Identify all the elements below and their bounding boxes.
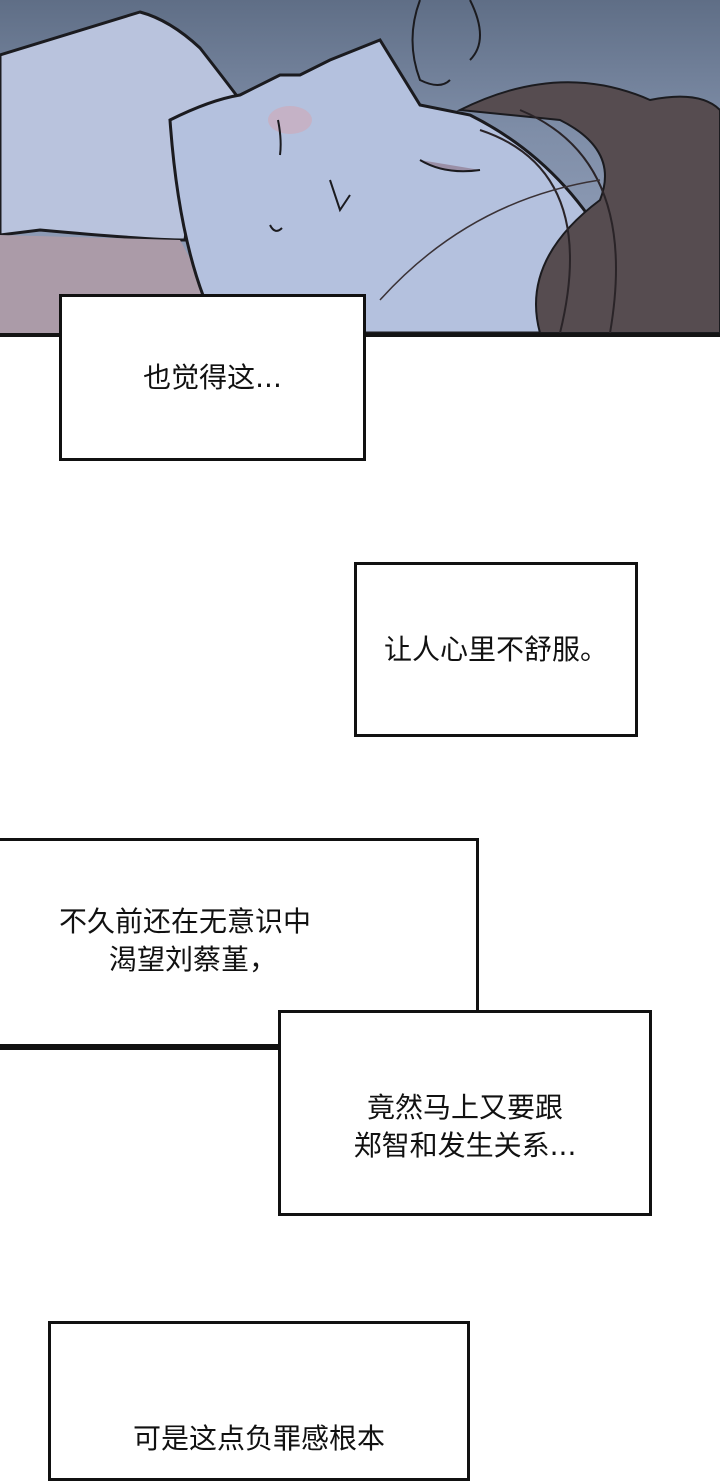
caption-text: 渴望刘蔡堇， [109,943,278,976]
caption-box: 可是这点负罪感根本 [48,1321,470,1481]
caption-box: 也觉得这... [59,294,366,461]
caption-box: 竟然马上又要跟 郑智和发生关系... [278,1010,652,1216]
caption-text: 也觉得这... [143,360,282,394]
caption-text: 可是这点负罪感根本 [132,1422,385,1455]
caption-step-joint [281,1040,475,1050]
caption-text: 竟然马上又要跟 [366,1091,563,1124]
caption-text: 让人心里不舒服。 [383,632,608,666]
comic-panel-illustration [0,0,720,333]
caption-step-edge [0,1044,281,1047]
face-illustration [0,0,720,333]
caption-text: 不久前还在无意识中 [59,905,312,938]
caption-box: 让人心里不舒服。 [354,562,638,737]
caption-text: 郑智和发生关系... [353,1129,577,1162]
